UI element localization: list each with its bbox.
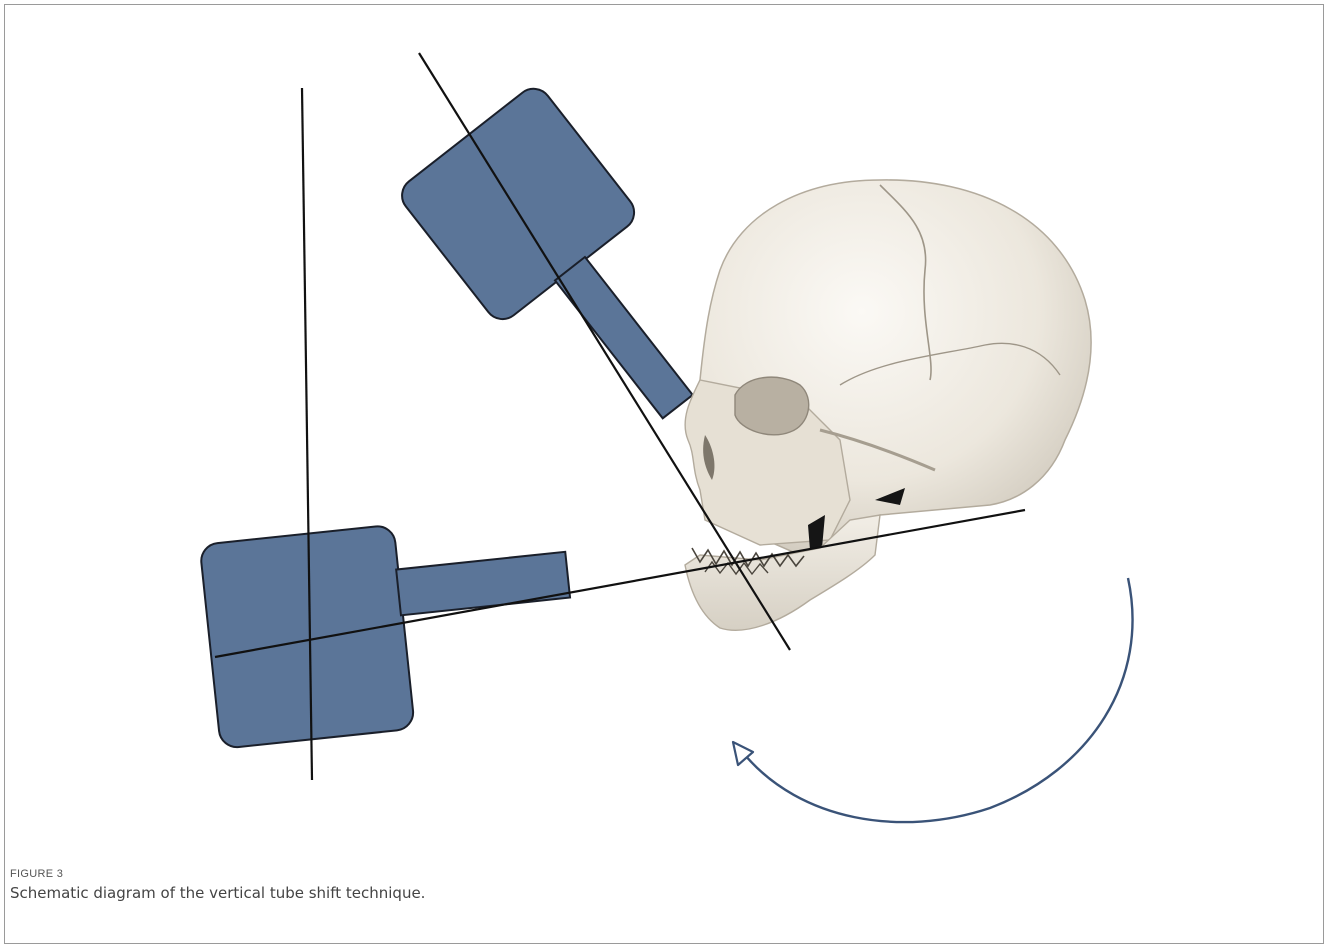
rotation-arc xyxy=(745,578,1133,822)
figure-label: FIGURE 3 xyxy=(10,867,1310,881)
figure-caption: Schematic diagram of the vertical tube s… xyxy=(10,883,1310,903)
lower-tube-head xyxy=(200,525,415,749)
figure-caption-block: FIGURE 3 Schematic diagram of the vertic… xyxy=(10,867,1310,903)
skull-illustration xyxy=(685,180,1091,630)
upper-tube-cone xyxy=(555,257,693,418)
diagram-canvas xyxy=(0,0,1330,830)
lower-xray-tube xyxy=(200,507,582,749)
curved-arrow-icon xyxy=(733,578,1133,822)
lower-tube-cone xyxy=(396,552,570,616)
skull-eye-orbit xyxy=(735,377,809,435)
